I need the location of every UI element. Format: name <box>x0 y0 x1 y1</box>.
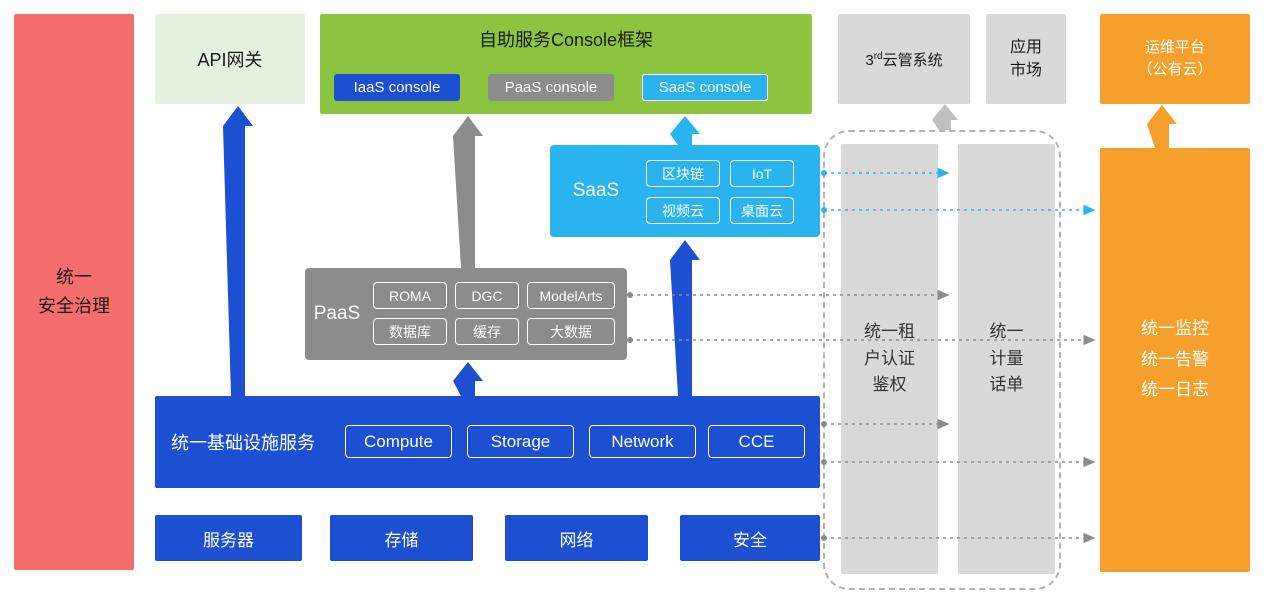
dot-paas-row2 <box>627 337 633 343</box>
security-governance-bar: 统一 安全治理 <box>14 14 134 570</box>
infrastructure-box: 统一基础设施服务 Compute Storage Network CCE <box>155 396 820 488</box>
tenant-auth-line1: 统一租 <box>864 322 915 342</box>
api-gateway-box: API网关 <box>155 14 305 104</box>
third-party-cloud-label: 3rd云管系统 <box>865 50 943 69</box>
app-market-line1: 应用 <box>1009 38 1042 56</box>
om-platform-line2: （公有云） <box>1137 61 1213 78</box>
arrow-monitoring-to-om-platform <box>1147 105 1177 148</box>
paas-label: PaaS <box>313 303 361 324</box>
metering-line2: 计量 <box>989 348 1024 368</box>
infra-item-cce: CCE <box>708 425 805 458</box>
console-framework-title: 自助服务Console框架 <box>478 30 654 50</box>
paas-box: PaaS ROMA DGC ModelArts 数据库 缓存 大数据 <box>305 268 627 360</box>
shared-services-dashed-container <box>823 130 1061 590</box>
hardware-network-box: 网络 <box>505 515 648 561</box>
tenant-auth-line3: 鉴权 <box>872 375 907 395</box>
metering-line1: 统一 <box>989 322 1024 342</box>
api-gateway-label: API网关 <box>197 50 263 70</box>
saas-item-video-cloud: 视频云 <box>646 197 720 224</box>
hardware-server-box: 服务器 <box>155 515 302 561</box>
arrow-infra-to-api-gateway <box>223 106 253 396</box>
third-party-cloud-box: 3rd云管系统 <box>838 14 970 104</box>
paas-item-dgc: DGC <box>455 282 519 309</box>
arrow-paas-to-console <box>453 116 483 268</box>
paas-console-button: PaaS console <box>488 74 614 101</box>
hardware-security-label: 安全 <box>733 530 767 550</box>
security-governance-line1: 统一 <box>56 267 92 288</box>
iaas-console-button: IaaS console <box>334 74 460 101</box>
paas-item-bigdata: 大数据 <box>527 318 615 345</box>
om-platform-box: 运维平台 （公有云） <box>1100 14 1250 104</box>
hardware-storage-label: 存储 <box>384 530 419 550</box>
monitoring-line1: 统一监控 <box>1141 319 1209 339</box>
security-governance-line2: 安全治理 <box>38 296 110 316</box>
infra-item-storage: Storage <box>467 425 574 458</box>
infrastructure-label: 统一基础设施服务 <box>171 433 315 453</box>
infra-item-network: Network <box>589 425 696 458</box>
app-market-line2: 市场 <box>1009 62 1042 79</box>
paas-item-database: 数据库 <box>373 318 447 345</box>
tenant-auth-line2: 户认证 <box>864 348 915 368</box>
arrow-shared-to-third-party <box>932 104 958 130</box>
monitoring-line3: 统一日志 <box>1141 380 1209 400</box>
hardware-storage-box: 存储 <box>330 515 473 561</box>
hardware-security-box: 安全 <box>680 515 820 561</box>
arrow-saas-to-console <box>670 116 700 145</box>
arrow-infra-to-saas <box>670 240 700 396</box>
om-platform-line1: 运维平台 <box>1144 38 1205 56</box>
app-market-box: 应用 市场 <box>986 14 1066 104</box>
arrow-infra-to-paas <box>453 362 483 396</box>
infra-item-compute: Compute <box>345 425 452 458</box>
hardware-server-label: 服务器 <box>203 530 254 550</box>
saas-item-blockchain: 区块链 <box>646 160 720 187</box>
saas-item-desktop-cloud: 桌面云 <box>730 197 794 224</box>
paas-item-cache: 缓存 <box>455 318 519 345</box>
monitoring-line2: 统一告警 <box>1141 349 1209 369</box>
hardware-network-label: 网络 <box>559 530 594 550</box>
saas-label: SaaS <box>572 180 620 201</box>
tenant-auth-column: 统一租 户认证 鉴权 <box>841 144 938 574</box>
saas-console-button: SaaS console <box>642 74 768 101</box>
saas-box: SaaS 区块链 IoT 视频云 桌面云 <box>550 145 820 237</box>
metering-line3: 话单 <box>989 375 1024 395</box>
metering-column: 统一 计量 话单 <box>958 144 1055 574</box>
console-framework-box: 自助服务Console框架 IaaS console PaaS console … <box>320 14 812 114</box>
monitoring-column: 统一监控 统一告警 统一日志 <box>1100 148 1250 572</box>
paas-item-roma: ROMA <box>373 282 447 309</box>
dot-paas-row1 <box>627 292 633 298</box>
saas-item-iot: IoT <box>730 160 794 187</box>
paas-item-modelarts: ModelArts <box>527 282 615 309</box>
